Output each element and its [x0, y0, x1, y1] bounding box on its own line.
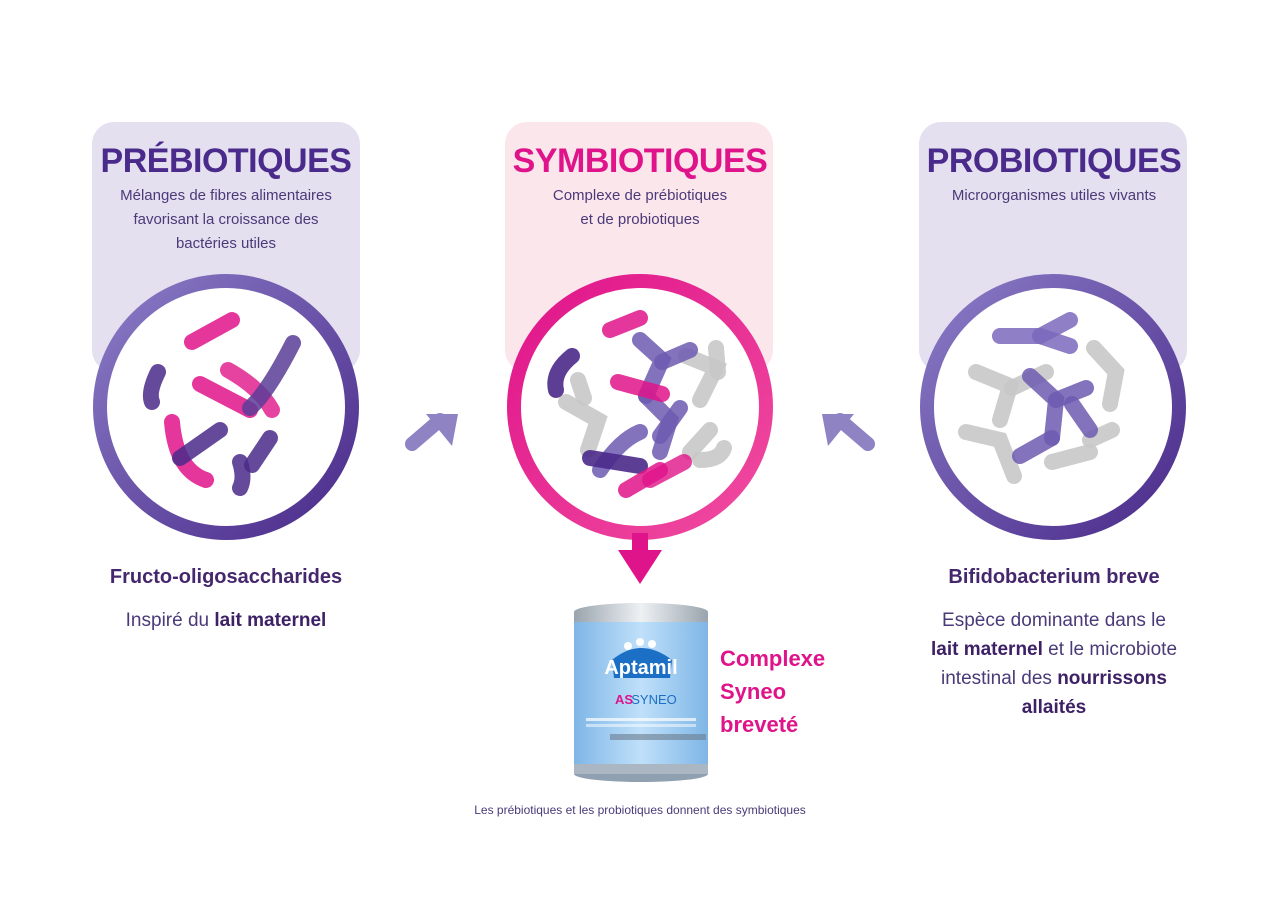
subtitle-line: Microorganismes utiles vivants: [951, 187, 1157, 204]
prebiotiques-label: Fructo-oligosaccharides: [109, 566, 343, 588]
probiotiques-title: PROBIOTIQUES: [926, 142, 1182, 180]
caption: Les prébiotiques et les probiotiques don…: [474, 803, 806, 817]
symbiotic-circle-icon: [507, 274, 773, 540]
probiotiques-label: Bifidobacterium breve: [948, 566, 1160, 588]
desc-bold: lait maternel: [930, 639, 1043, 660]
desc-text: Espèce dominante dans le: [942, 610, 1166, 631]
subtitle-line: Complexe de prébiotiques: [552, 187, 728, 204]
subtitle-line: Mélanges de fibres alimentaires: [120, 187, 332, 204]
desc-bold: nourrissons: [1057, 668, 1167, 689]
symbiotiques-title: SYMBIOTIQUES: [512, 142, 768, 180]
desc-bold: allaités: [1021, 697, 1087, 718]
subtitle-line: et de probiotiques: [580, 211, 700, 228]
product-label-line: Complexe: [720, 646, 826, 671]
desc-text: Inspiré du: [125, 610, 215, 631]
symbiotiques-subtitle: Complexe de prébiotiques et de probiotiq…: [490, 184, 790, 232]
probiotiques-description: Espèce dominante dans le lait maternel e…: [884, 606, 1224, 722]
can-variant-syneo: SYNEO: [631, 692, 677, 707]
product-label-line: breveté: [720, 712, 799, 737]
arrow-right-icon: [405, 413, 458, 451]
can-variant-as: AS: [615, 692, 633, 707]
product-label-line: Syneo: [720, 679, 787, 704]
prebiotiques-title: PRÉBIOTIQUES: [100, 142, 352, 180]
product-label: Complexe Syneo breveté: [720, 642, 850, 741]
probiotiques-subtitle: Microorganismes utiles vivants: [904, 184, 1204, 208]
arrow-down-icon: [618, 533, 662, 584]
subtitle-line: bactéries utiles: [175, 235, 277, 252]
probiotic-circle-icon: [920, 274, 1186, 540]
prebiotiques-subtitle: Mélanges de fibres alimentaires favorisa…: [76, 184, 376, 256]
can-brand: Aptamil: [604, 657, 677, 679]
desc-text: intestinal des: [941, 668, 1058, 689]
arrow-left-icon: [822, 413, 875, 451]
prebiotiques-description: Inspiré du lait maternel: [56, 606, 396, 635]
subtitle-line: favorisant la croissance des: [133, 211, 319, 228]
desc-bold: lait maternel: [214, 610, 327, 631]
prebiotic-circle-icon: [93, 274, 359, 540]
aptamil-can-image: Aptamil AS SYNEO: [574, 603, 708, 782]
desc-text: et le microbiote: [1042, 639, 1178, 660]
